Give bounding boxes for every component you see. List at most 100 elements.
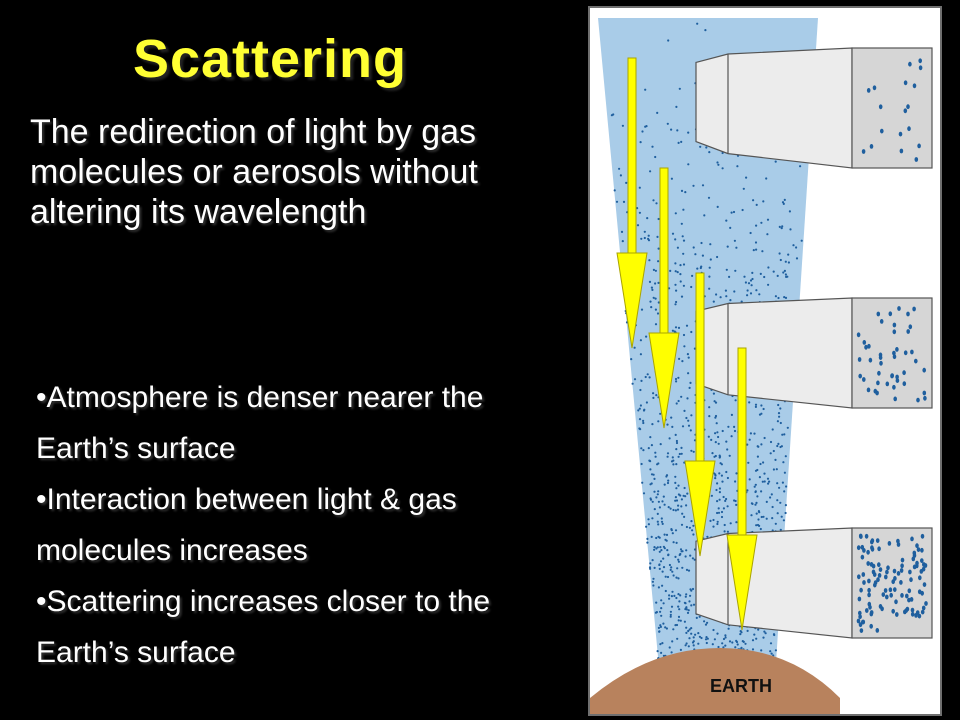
particle (746, 289, 749, 292)
box-particle (908, 569, 912, 575)
particle (677, 141, 680, 144)
particle (712, 518, 715, 522)
box-particle (864, 344, 868, 350)
particle (692, 636, 695, 639)
particle (672, 574, 675, 577)
particle (690, 520, 693, 523)
box-particle (917, 613, 922, 619)
particle (777, 412, 781, 415)
particle (639, 339, 642, 342)
particle (636, 224, 640, 227)
particle (639, 353, 642, 356)
particle (757, 518, 760, 521)
particle (749, 279, 753, 282)
particle (659, 625, 662, 629)
particle (721, 167, 724, 170)
particle (622, 200, 626, 203)
particle (670, 529, 673, 532)
particle (726, 245, 729, 248)
particle (648, 459, 651, 462)
box-particle (877, 370, 881, 376)
particle (727, 627, 730, 630)
particle (676, 508, 680, 511)
particle (670, 595, 673, 598)
particle (671, 232, 675, 235)
particle (674, 326, 678, 329)
particle (653, 490, 656, 493)
particle (710, 494, 713, 497)
particle (747, 282, 751, 285)
box-particle (886, 565, 890, 571)
particle (779, 501, 782, 504)
particle (677, 619, 680, 622)
sunlight-arrow (616, 57, 648, 349)
particle (668, 563, 671, 567)
particle (714, 473, 717, 476)
particle (618, 167, 621, 170)
particle (784, 273, 787, 276)
particle (685, 642, 688, 645)
particle (779, 407, 782, 410)
box-particle (870, 546, 875, 552)
particle (676, 637, 679, 640)
particle (720, 510, 724, 514)
particle (757, 510, 760, 513)
box-particle (857, 574, 861, 580)
particle (766, 218, 770, 221)
particle (712, 300, 715, 303)
box-particle (860, 544, 865, 550)
particle (620, 230, 624, 233)
box-particle (899, 568, 904, 573)
box-particle (909, 597, 914, 602)
particle (690, 285, 693, 289)
particle (746, 629, 749, 633)
particle (740, 646, 743, 650)
particle (645, 401, 648, 404)
particle (756, 495, 759, 498)
particle (667, 479, 670, 482)
particle (647, 237, 650, 240)
arrow-head (648, 332, 680, 429)
box-particle (912, 553, 917, 558)
particle (724, 289, 727, 292)
particle (718, 487, 721, 490)
particle (735, 472, 738, 475)
particle (655, 394, 658, 397)
box-particle (920, 558, 924, 563)
particle (703, 214, 706, 217)
particle (647, 447, 650, 450)
particle (686, 353, 689, 356)
particle (762, 636, 765, 639)
particle (674, 555, 677, 559)
box-particle (860, 554, 865, 560)
particle (644, 375, 647, 379)
particle (666, 481, 670, 485)
bullet-dot: • (36, 381, 47, 414)
box-particle (884, 574, 888, 580)
particle (638, 186, 641, 189)
particle (680, 222, 683, 225)
particle (648, 566, 652, 569)
particle (726, 505, 729, 508)
particle (670, 128, 673, 131)
particle (680, 505, 683, 508)
particle (638, 211, 641, 214)
particle (674, 433, 677, 436)
box-particle (872, 572, 877, 577)
box-particle (918, 575, 922, 581)
box-particle (910, 536, 914, 542)
particle (679, 594, 682, 597)
particle (721, 480, 724, 483)
particle (694, 253, 697, 256)
particle (678, 553, 681, 557)
particle (681, 360, 684, 363)
particle (770, 493, 773, 496)
box-particle (912, 83, 917, 89)
box-particle (922, 390, 927, 396)
particle (657, 247, 660, 250)
particle (733, 239, 736, 242)
particle (649, 498, 653, 501)
particle (724, 636, 727, 639)
box-particle (877, 546, 881, 552)
particle (658, 550, 661, 553)
